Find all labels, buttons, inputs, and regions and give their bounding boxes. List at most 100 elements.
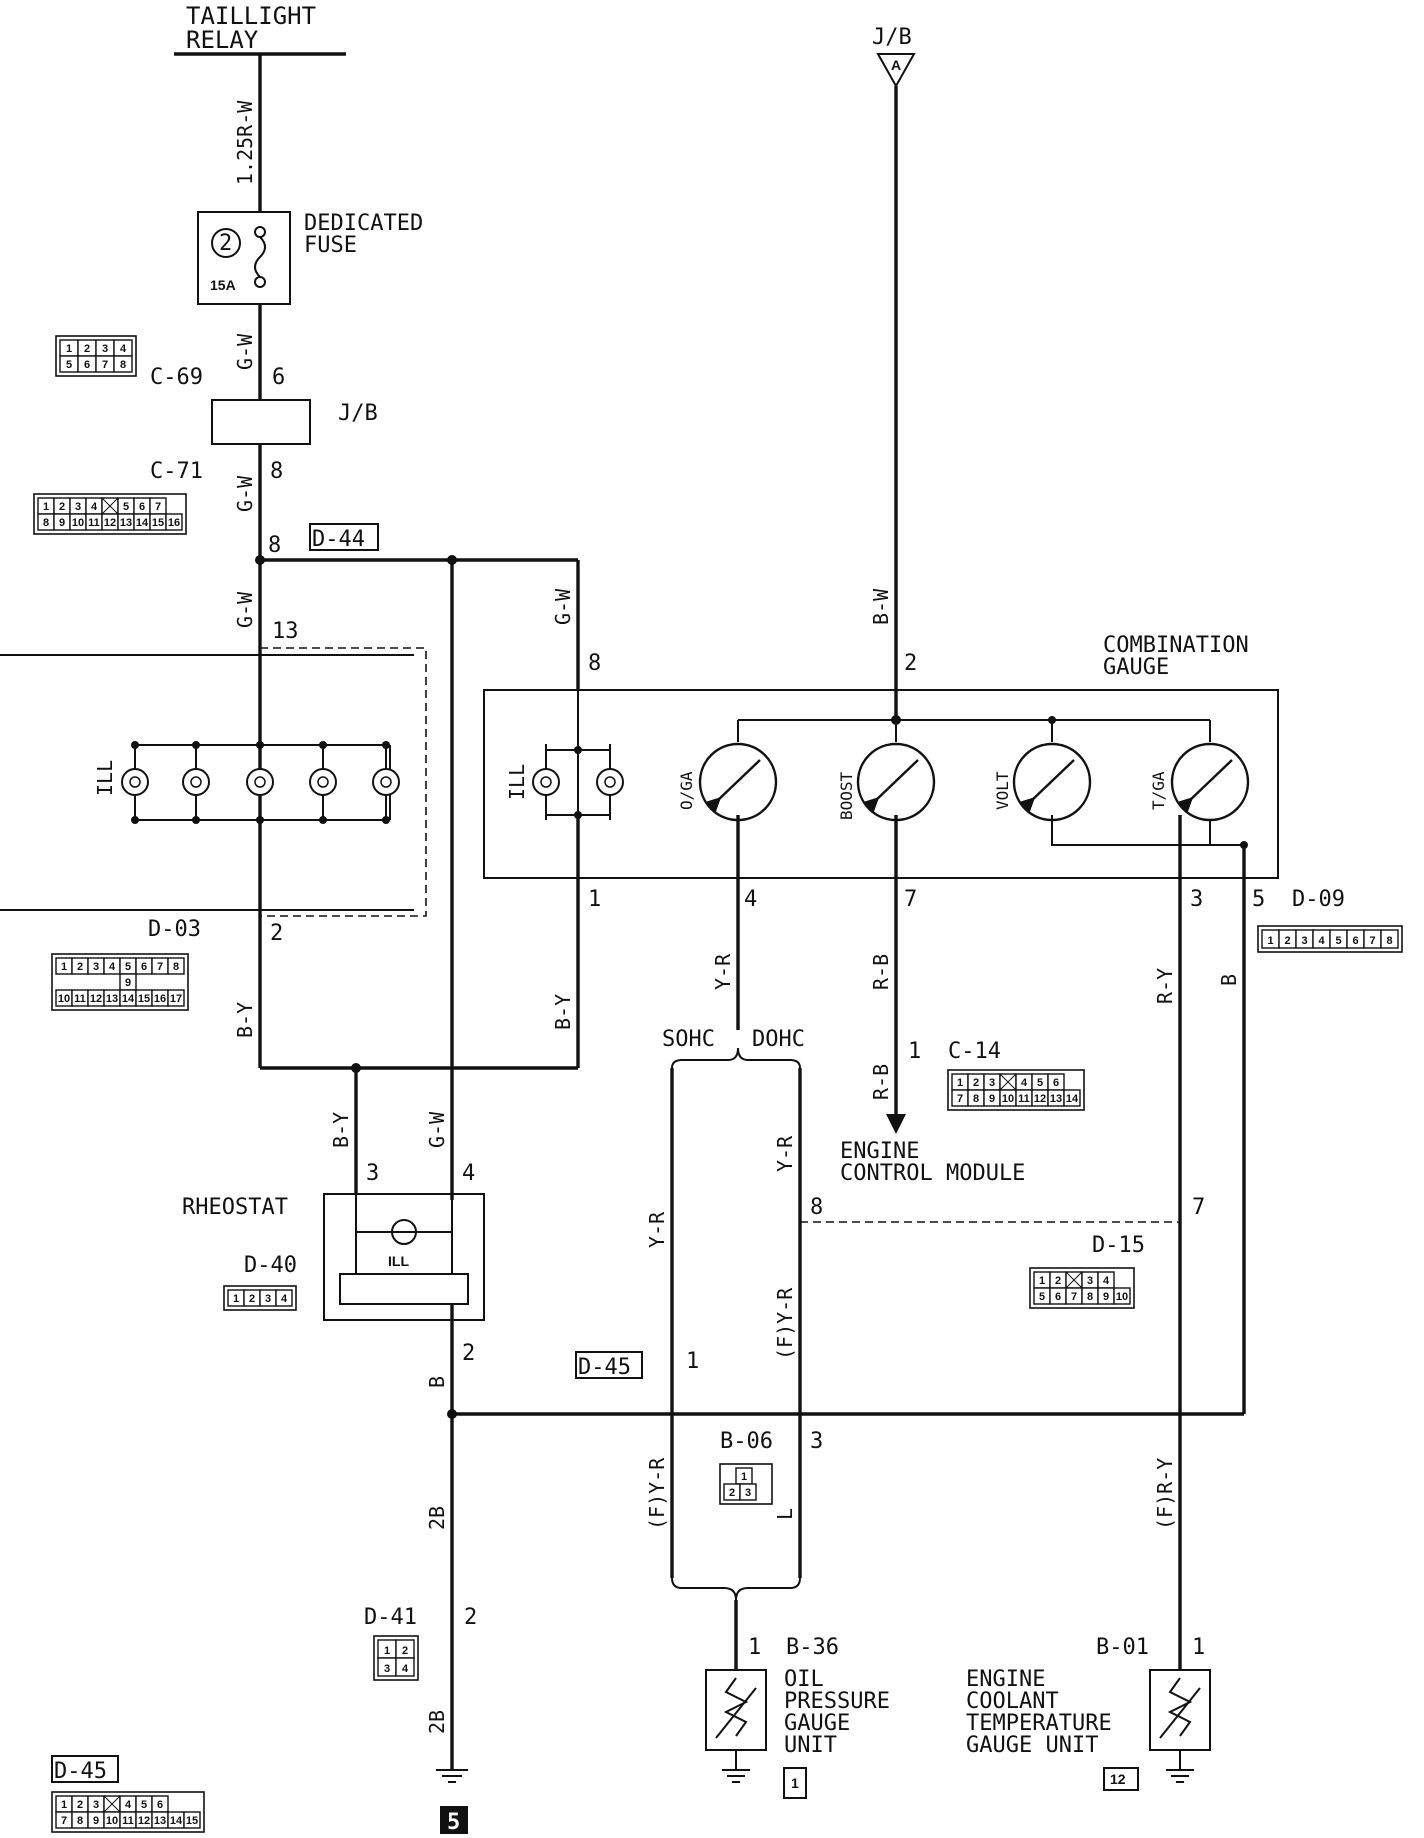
jb-mid-label: J/B [338, 401, 378, 426]
svg-text:13: 13 [1050, 1093, 1062, 1105]
svg-text:1: 1 [957, 1077, 963, 1089]
svg-text:5: 5 [1039, 1291, 1045, 1303]
connector-pin: 7 [151, 957, 169, 975]
svg-text:3: 3 [75, 501, 81, 513]
connector-b06-label: B-06 [720, 1429, 773, 1454]
connector-pin: 1 [55, 957, 73, 975]
connector-pin: 8 [1380, 929, 1399, 949]
connector-pin: 12 [101, 513, 119, 531]
connector-pin: 13 [103, 989, 121, 1007]
connector-pin: 11 [85, 513, 103, 531]
svg-text:8: 8 [173, 961, 179, 973]
svg-text:1: 1 [61, 1799, 67, 1811]
connector-pin: 4 [395, 1657, 415, 1677]
pin-b01-1: 1 [1192, 1635, 1205, 1660]
pin-d09-1: 1 [588, 887, 601, 912]
svg-text:8: 8 [1087, 1291, 1093, 1303]
wire-label-2b-1: 2B [425, 1506, 449, 1530]
connector-pin [999, 1073, 1017, 1091]
wire-label-bw: B-W [869, 588, 893, 625]
connector-pin: 11 [71, 989, 89, 1007]
connector-pin [101, 497, 119, 515]
connector-c71-label: C-71 [150, 459, 203, 484]
connector-pin: 3 [1081, 1271, 1099, 1289]
svg-text:2: 2 [59, 501, 65, 513]
connector-pin: 1 [377, 1639, 397, 1659]
connector-pin: 6 [133, 497, 151, 515]
svg-text:5: 5 [1037, 1077, 1043, 1089]
pin-b06-3: 3 [810, 1429, 823, 1454]
pin-d15-7: 7 [1192, 1195, 1205, 1220]
sohc-label: SOHC [662, 1027, 715, 1052]
svg-text:2: 2 [1284, 935, 1290, 947]
connector-pin: 4 [1015, 1073, 1033, 1091]
wire-label-by-2: B-Y [551, 994, 575, 1030]
connector-pin: 1 [951, 1073, 969, 1091]
connector-pin: 7 [1363, 929, 1382, 949]
svg-text:16: 16 [168, 517, 180, 529]
connector-pin: 13 [1047, 1089, 1065, 1107]
wire-label-fyr-1: (F)Y-R [773, 1287, 797, 1360]
connector-pin: 2 [1049, 1271, 1067, 1289]
bulb-left-3 [246, 744, 274, 820]
connector-pin: 9 [983, 1089, 1001, 1107]
svg-text:2: 2 [77, 961, 83, 973]
svg-text:11: 11 [88, 517, 100, 529]
bulb-left-1 [121, 744, 149, 820]
svg-text:1: 1 [741, 1471, 747, 1483]
connector-pin: 12 [87, 989, 105, 1007]
connector-pin: 2 [243, 1289, 261, 1307]
dohc-label: DOHC [752, 1027, 805, 1052]
svg-text:5: 5 [1335, 935, 1341, 947]
wire-label-yr-2: Y-R [773, 1135, 797, 1172]
connector-pin: 11 [119, 1811, 137, 1829]
svg-text:3: 3 [102, 343, 108, 355]
connector-pin: 10 [55, 989, 73, 1007]
connector-pin: 3 [87, 1795, 105, 1813]
connector-pin: 12 [135, 1811, 153, 1829]
svg-text:3: 3 [384, 1663, 390, 1675]
connector-pin: 5 [119, 957, 137, 975]
svg-text:2: 2 [973, 1077, 979, 1089]
svg-text:9: 9 [59, 517, 65, 529]
connector-d44: D-44 [309, 523, 379, 552]
svg-text:7: 7 [102, 359, 108, 371]
svg-text:3: 3 [1301, 935, 1307, 947]
connector-pin: 2 [395, 1639, 415, 1659]
connector-pin: 4 [85, 497, 103, 515]
connector-pin: 14 [167, 1811, 185, 1829]
svg-text:4: 4 [1318, 935, 1325, 947]
gauge-tga [1170, 720, 1250, 845]
connector-d45-bottom: D-45 [51, 1755, 119, 1784]
wire-label-b-2: B [425, 1376, 449, 1388]
svg-text:5: 5 [141, 1799, 147, 1811]
connector-pin: 9 [87, 1811, 105, 1829]
connector-d09-label: D-09 [1292, 887, 1345, 912]
ground-number: 5 [447, 1810, 460, 1835]
svg-text:9: 9 [989, 1093, 995, 1105]
pin-d41-2: 2 [464, 1605, 477, 1630]
svg-text:17: 17 [170, 993, 182, 1005]
connector-pin: 5 [1033, 1287, 1051, 1305]
svg-text:11: 11 [1018, 1093, 1030, 1105]
svg-text:8: 8 [120, 359, 126, 371]
wire-label-gw-1: G-W [233, 333, 257, 370]
svg-text:9: 9 [93, 1815, 99, 1827]
wire-label-gw-3: G-W [233, 591, 257, 628]
svg-text:12: 12 [1034, 1093, 1046, 1105]
wire-label-fyr-2: (F)Y-R [645, 1457, 669, 1530]
connector-pin: 2 [71, 1795, 89, 1813]
connector-pin: 1 [55, 1795, 73, 1813]
connector-pin: 4 [275, 1289, 293, 1307]
svg-text:13: 13 [106, 993, 118, 1005]
gauge-label-tga: T/GA [1149, 771, 1168, 810]
connector-pin: 6 [1047, 1073, 1065, 1091]
svg-text:12: 12 [138, 1815, 150, 1827]
